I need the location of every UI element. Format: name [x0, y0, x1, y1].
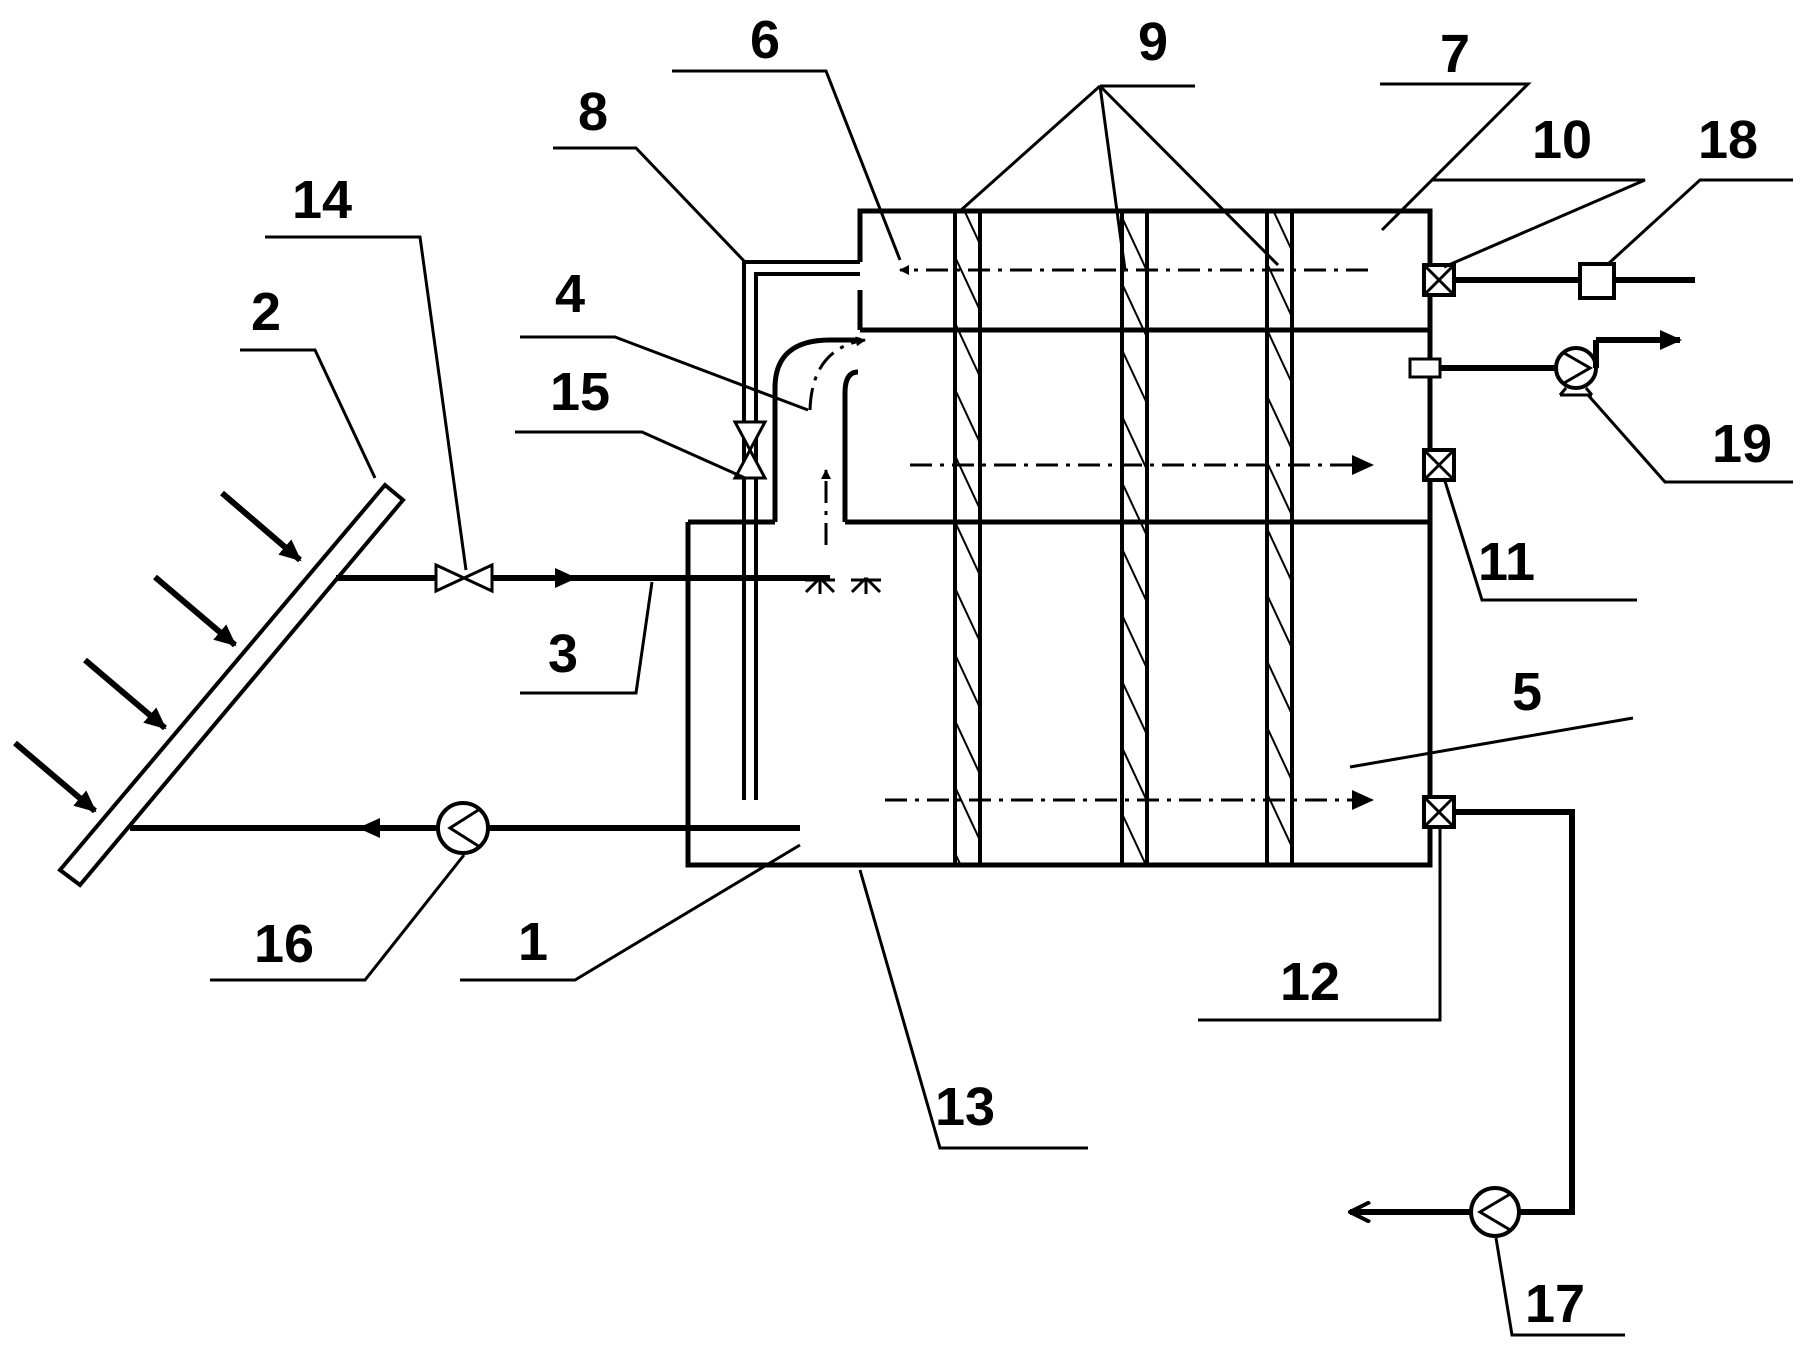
label-1: 1 [518, 912, 548, 972]
pump-17[interactable] [1469, 1186, 1521, 1238]
label-19: 19 [1712, 414, 1772, 474]
vacuum-pump-19[interactable] [1554, 340, 1599, 397]
label-5: 5 [1512, 662, 1542, 722]
label-17: 17 [1525, 1274, 1585, 1334]
label-8: 8 [578, 82, 608, 142]
tank-body [685, 208, 1433, 868]
label-6: 6 [750, 10, 780, 70]
discharge-pipe [1350, 809, 1575, 1212]
labels: 1 2 3 4 5 6 7 8 9 10 11 12 13 14 15 16 1… [251, 10, 1772, 1334]
device-18[interactable] [1578, 262, 1616, 300]
label-2: 2 [251, 282, 281, 342]
vacuum-line [1408, 330, 1682, 379]
outlet-11[interactable] [1422, 448, 1456, 482]
hatched-walls [953, 209, 1294, 867]
label-15: 15 [550, 362, 610, 422]
solar-radiation-arrows [13, 490, 302, 814]
label-16: 16 [254, 914, 314, 974]
pump-16[interactable] [436, 801, 490, 855]
label-11: 11 [1478, 532, 1535, 592]
label-4: 4 [555, 264, 585, 324]
label-12: 12 [1280, 952, 1340, 1012]
outlet-12[interactable] [1422, 795, 1456, 829]
flow-arrows [808, 265, 1374, 810]
valve-14[interactable] [434, 562, 494, 594]
label-10: 10 [1532, 110, 1592, 170]
label-3: 3 [548, 624, 578, 684]
label-13: 13 [935, 1077, 995, 1137]
label-9: 9 [1138, 12, 1168, 72]
solar-collector [57, 482, 406, 888]
leader-lines [210, 69, 1793, 1337]
label-18: 18 [1698, 110, 1758, 170]
label-14: 14 [292, 170, 352, 230]
valve-15[interactable] [732, 420, 768, 480]
outlet-10[interactable] [1422, 263, 1456, 297]
spray-nozzles [804, 576, 882, 594]
label-7: 7 [1440, 24, 1470, 84]
